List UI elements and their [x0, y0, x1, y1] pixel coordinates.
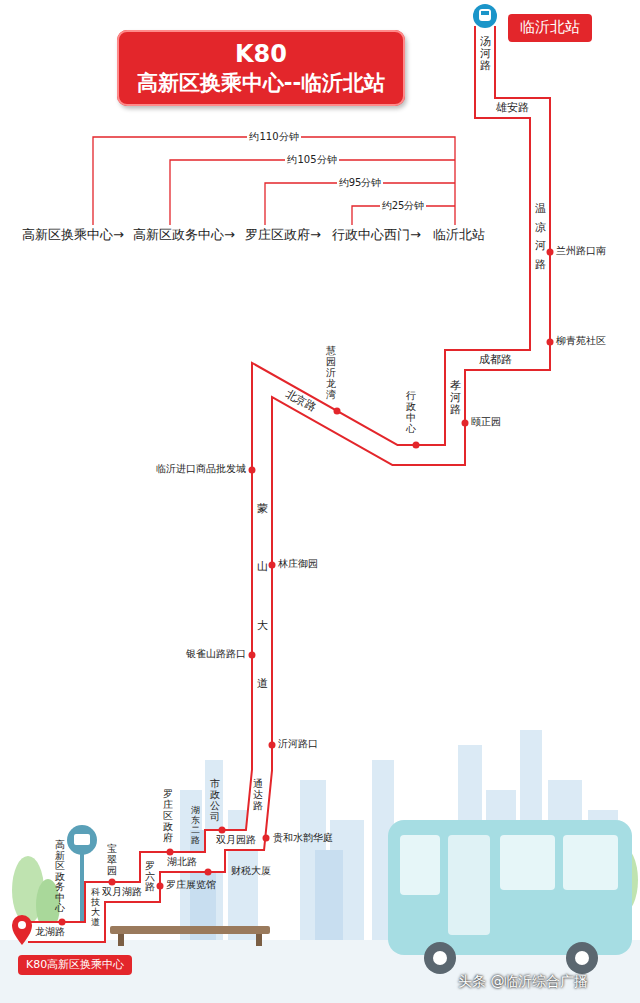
map-shape [424, 942, 456, 974]
road-or-stop-name: 温凉河路 [535, 200, 546, 275]
map-label: 成都路 [479, 354, 512, 367]
road-or-stop-name: 行政中心 [406, 390, 416, 434]
map-label: 龙湖路 [35, 926, 65, 938]
map-shape [481, 11, 489, 15]
map-shape [547, 249, 554, 256]
map-label: 沂河路口 [278, 738, 318, 750]
map-shape [575, 951, 589, 965]
map-shape [74, 834, 90, 845]
box-heading: K80高新区换乘中心 [26, 958, 124, 972]
map-shape [500, 835, 555, 890]
map-shape [265, 183, 455, 225]
map-label: 罗庄展览馆 [166, 879, 216, 891]
map-label: 颐正园 [471, 416, 501, 428]
map-label: 兰州路口南 [556, 245, 606, 257]
road-or-stop-name: 汤河路 [480, 36, 491, 72]
map-label: 高新区换乘中心→ [22, 228, 124, 243]
map-label: 约25分钟 [380, 200, 427, 212]
map-label: 双月园路 [216, 834, 256, 846]
map-shape [269, 742, 276, 749]
road-or-stop-name: 科技大道 [91, 888, 100, 928]
map-shape [249, 467, 256, 474]
box-text: 高新区换乘中心--临沂北站 [137, 70, 385, 97]
map-shape [413, 442, 420, 449]
road-or-stop-name: 高新区政务中心 [55, 840, 65, 914]
map-label: 贵和水韵华庭 [273, 832, 333, 844]
map-shape [388, 820, 632, 955]
map-shape [315, 850, 343, 940]
map-shape [118, 934, 124, 946]
map-shape [167, 849, 174, 856]
map-shape [28, 26, 540, 932]
map-shape [28, 26, 540, 932]
map-label: 雄安路 [496, 102, 529, 115]
map-label: 临沂进口商品批发城 [156, 463, 246, 475]
map-shape [249, 652, 256, 659]
location-pin [12, 915, 32, 945]
road-or-stop-name: 罗庄区政府 [163, 788, 173, 843]
stop-dots [59, 249, 554, 926]
station-icon [473, 4, 497, 28]
box-heading: 临沂北站 [520, 18, 580, 38]
map-label: 财税大厦 [231, 865, 271, 877]
road-or-stop-name: 通达路 [253, 778, 263, 811]
map-shape [566, 942, 598, 974]
map-shape [473, 4, 497, 28]
map-label: 银雀山路路口 [186, 648, 246, 660]
map-shape [219, 827, 226, 834]
map-label: 头条 @临沂综合广播 [458, 973, 588, 989]
map-shape [433, 951, 447, 965]
map-shape [269, 562, 276, 569]
station-box: K80高新区换乘中心 [18, 955, 132, 975]
map-label: 高新区政务中心→ [133, 228, 235, 243]
map-shape [59, 919, 66, 926]
bus [388, 820, 632, 974]
road-or-stop-name: 慧园沂龙湾 [326, 345, 336, 400]
map-shape [67, 825, 97, 855]
station-box: 临沂北站 [508, 14, 592, 42]
map-shape [93, 137, 455, 225]
map-label: 行政中心西门→ [332, 228, 421, 243]
map-shape [80, 845, 84, 925]
bench [110, 926, 270, 946]
map-shape [263, 835, 270, 842]
box-heading: K80 [235, 39, 287, 70]
map-shape [563, 835, 618, 890]
time-brackets [93, 137, 455, 225]
map-label: 柳青苑社区 [556, 335, 606, 347]
map-shape [157, 883, 164, 890]
map-label: 约110分钟 [247, 131, 300, 143]
map-label: 约95分钟 [337, 177, 384, 189]
road-or-stop-name: 市政公司 [210, 778, 220, 822]
road-or-stop-name: 湖东二路 [191, 806, 200, 846]
title-box: K80高新区换乘中心--临沂北站 [117, 30, 405, 106]
map-shape [109, 879, 116, 886]
map-label: 罗庄区政府→ [245, 228, 321, 243]
route-line [28, 26, 540, 932]
road-or-stop-name: 蒙山大道 [257, 480, 268, 713]
map-shape [479, 9, 491, 21]
map-label: 双月湖路 [102, 886, 142, 898]
road-or-stop-name: 宝翠园 [107, 843, 117, 876]
map-shape [170, 160, 455, 225]
map-shape [205, 869, 212, 876]
map-label: 约105分钟 [285, 154, 338, 166]
map-shape [547, 339, 554, 346]
map-shape [334, 408, 341, 415]
location-pin-hole [18, 921, 26, 929]
map-shape [462, 420, 469, 427]
map-label: 湖北路 [167, 856, 197, 868]
map-shape [110, 926, 270, 934]
road-or-stop-name: 罗六路 [145, 861, 155, 893]
map-shape [448, 835, 490, 935]
map-label: 林庄御园 [278, 558, 318, 570]
map-label: 临沂北站 [433, 228, 485, 243]
road-or-stop-name: 孝河路 [450, 380, 461, 416]
map-shape [256, 934, 262, 946]
map-shape [400, 835, 440, 895]
